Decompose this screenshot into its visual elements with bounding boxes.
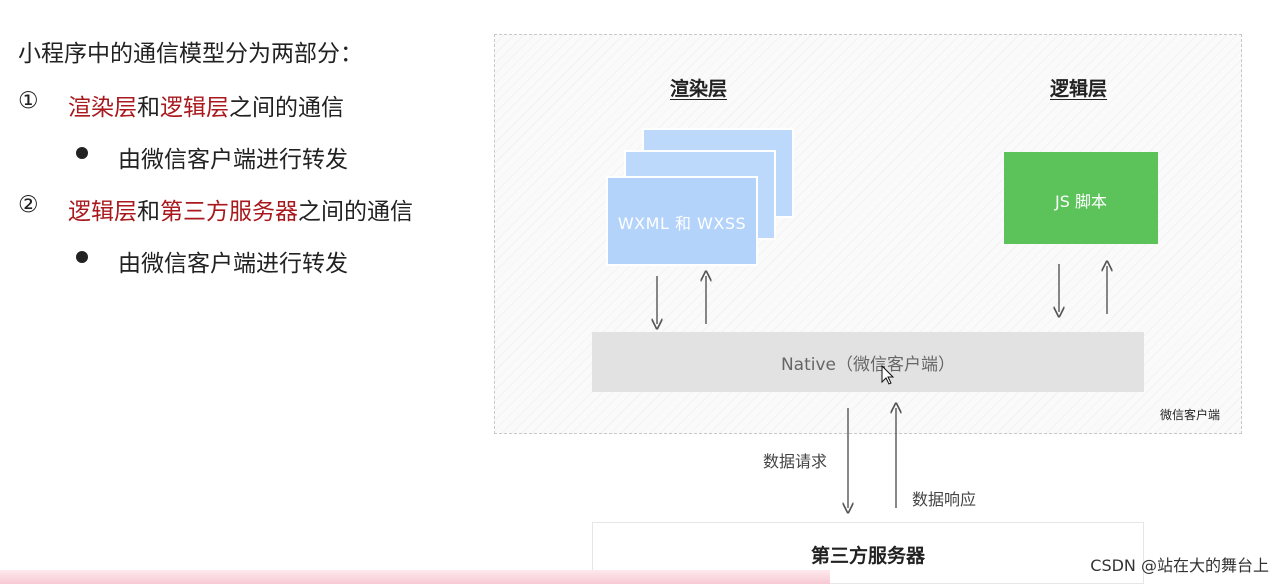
data-request-label: 数据请求 — [763, 452, 828, 471]
third-party-server-label: 第三方服务器 — [810, 545, 925, 567]
bottom-decor-bar — [0, 570, 830, 584]
item-1-part-4: 之间的通信 — [229, 95, 344, 121]
item-1-bullet-text: 由微信客户端进行转发 — [118, 147, 348, 173]
js-script-label: JS 脚本 — [1055, 192, 1107, 211]
item-2-part-3: 第三方服务器 — [160, 199, 298, 225]
item-1-part-1: 渲染层 — [68, 95, 137, 121]
js-script-box: JS 脚本 — [1004, 152, 1158, 244]
item-2-part-4: 之间的通信 — [298, 199, 413, 225]
wxml-card-front: WXML 和 WXSS — [606, 176, 758, 266]
item-1-text: 渲染层和逻辑层之间的通信 — [68, 88, 344, 122]
intro-text: 小程序中的通信模型分为两部分： — [18, 41, 363, 67]
item-2-number: ② — [18, 192, 39, 218]
wechat-client-corner-label: 微信客户端 — [1160, 408, 1221, 422]
render-layer-title: 渲染层 — [670, 78, 728, 100]
bullet-dot-1 — [76, 147, 88, 159]
item-2-part-2: 和 — [137, 199, 160, 225]
text-panel: 小程序中的通信模型分为两部分： ① 渲染层和逻辑层之间的通信 由微信客户端进行转… — [0, 0, 480, 584]
wxml-wxss-label: WXML 和 WXSS — [617, 214, 747, 233]
data-response-label: 数据响应 — [912, 490, 977, 509]
cursor-icon — [881, 364, 895, 385]
item-1-part-2: 和 — [137, 95, 160, 121]
item-2-bullet-text: 由微信客户端进行转发 — [118, 251, 348, 277]
watermark: CSDN @站在大的舞台上 — [1090, 556, 1269, 575]
bullet-dot-2 — [76, 251, 88, 263]
logic-layer-title: 逻辑层 — [1050, 78, 1108, 100]
item-1-part-3: 逻辑层 — [160, 95, 229, 121]
item-2-part-1: 逻辑层 — [68, 199, 137, 225]
item-2-text: 逻辑层和第三方服务器之间的通信 — [68, 192, 413, 226]
native-label: Native（微信客户端） — [780, 355, 956, 375]
native-bar: Native（微信客户端） — [592, 332, 1144, 392]
item-1-number: ① — [18, 88, 39, 114]
